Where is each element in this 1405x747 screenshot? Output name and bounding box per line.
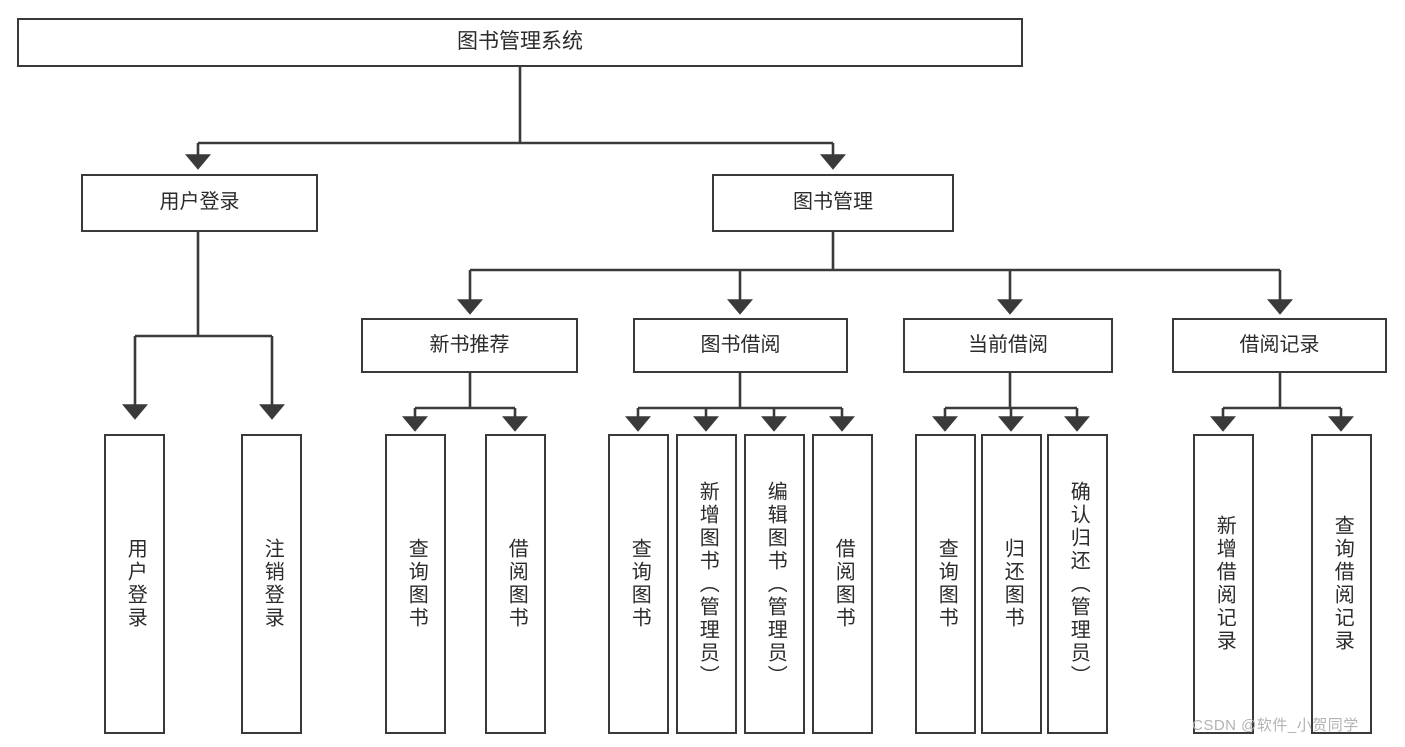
leaf-query-borrow-record-label: 查询借阅记录 [1331, 515, 1354, 653]
node-book-management-label: 图书管理 [793, 191, 873, 214]
node-root-label: 图书管理系统 [457, 30, 583, 54]
node-book-borrow-label: 图书借阅 [700, 333, 781, 356]
leaf-query-book-recommend-label: 查询图书 [405, 538, 428, 630]
leaf-borrow-book-recommend-label: 借阅图书 [505, 538, 528, 630]
leaf-edit-book-admin-label: 编辑图书（管理员） [764, 480, 787, 688]
leaf-add-book-admin-label: 新增图书（管理员） [696, 480, 719, 688]
leaf-borrow-book-recommend[interactable]: 借阅图书 [485, 434, 546, 734]
leaf-query-borrow-record[interactable]: 查询借阅记录 [1311, 434, 1372, 734]
leaf-add-borrow-record-label: 新增借阅记录 [1213, 515, 1236, 653]
leaf-edit-book-admin[interactable]: 编辑图书（管理员） [744, 434, 805, 734]
leaf-query-book-borrow[interactable]: 查询图书 [608, 434, 669, 734]
watermark: CSDN @软件_小贺同学 [1192, 717, 1359, 734]
leaf-borrow-book[interactable]: 借阅图书 [812, 434, 873, 734]
leaf-return-book[interactable]: 归还图书 [981, 434, 1042, 734]
leaf-add-book-admin[interactable]: 新增图书（管理员） [676, 434, 737, 734]
leaf-confirm-return-admin[interactable]: 确认归还（管理员） [1047, 434, 1108, 734]
leaf-query-book-borrow-label: 查询图书 [628, 538, 651, 630]
leaf-user-login[interactable]: 用户登录 [104, 434, 165, 734]
leaf-logout[interactable]: 注销登录 [241, 434, 302, 734]
node-current-borrow-label: 当前借阅 [968, 333, 1048, 356]
leaf-user-login-label: 用户登录 [124, 538, 147, 630]
leaf-query-book-recommend[interactable]: 查询图书 [385, 434, 446, 734]
node-borrow-record-label: 借阅记录 [1239, 333, 1320, 356]
node-new-book-recommend-label: 新书推荐 [429, 333, 510, 356]
leaf-borrow-book-label: 借阅图书 [832, 538, 855, 630]
node-borrow-record[interactable]: 借阅记录 [1172, 318, 1387, 373]
leaf-query-book-current-label: 查询图书 [935, 538, 958, 630]
node-new-book-recommend[interactable]: 新书推荐 [361, 318, 578, 373]
node-root[interactable]: 图书管理系统 [17, 18, 1023, 67]
leaf-query-book-current[interactable]: 查询图书 [915, 434, 976, 734]
node-user-login[interactable]: 用户登录 [81, 174, 318, 232]
leaf-return-book-label: 归还图书 [1001, 538, 1024, 630]
node-book-management[interactable]: 图书管理 [712, 174, 954, 232]
leaf-confirm-return-admin-label: 确认归还（管理员） [1067, 480, 1090, 688]
node-user-login-label: 用户登录 [159, 191, 240, 214]
leaf-logout-label: 注销登录 [261, 538, 284, 630]
node-current-borrow[interactable]: 当前借阅 [903, 318, 1113, 373]
node-book-borrow[interactable]: 图书借阅 [633, 318, 848, 373]
leaf-add-borrow-record[interactable]: 新增借阅记录 [1193, 434, 1254, 734]
